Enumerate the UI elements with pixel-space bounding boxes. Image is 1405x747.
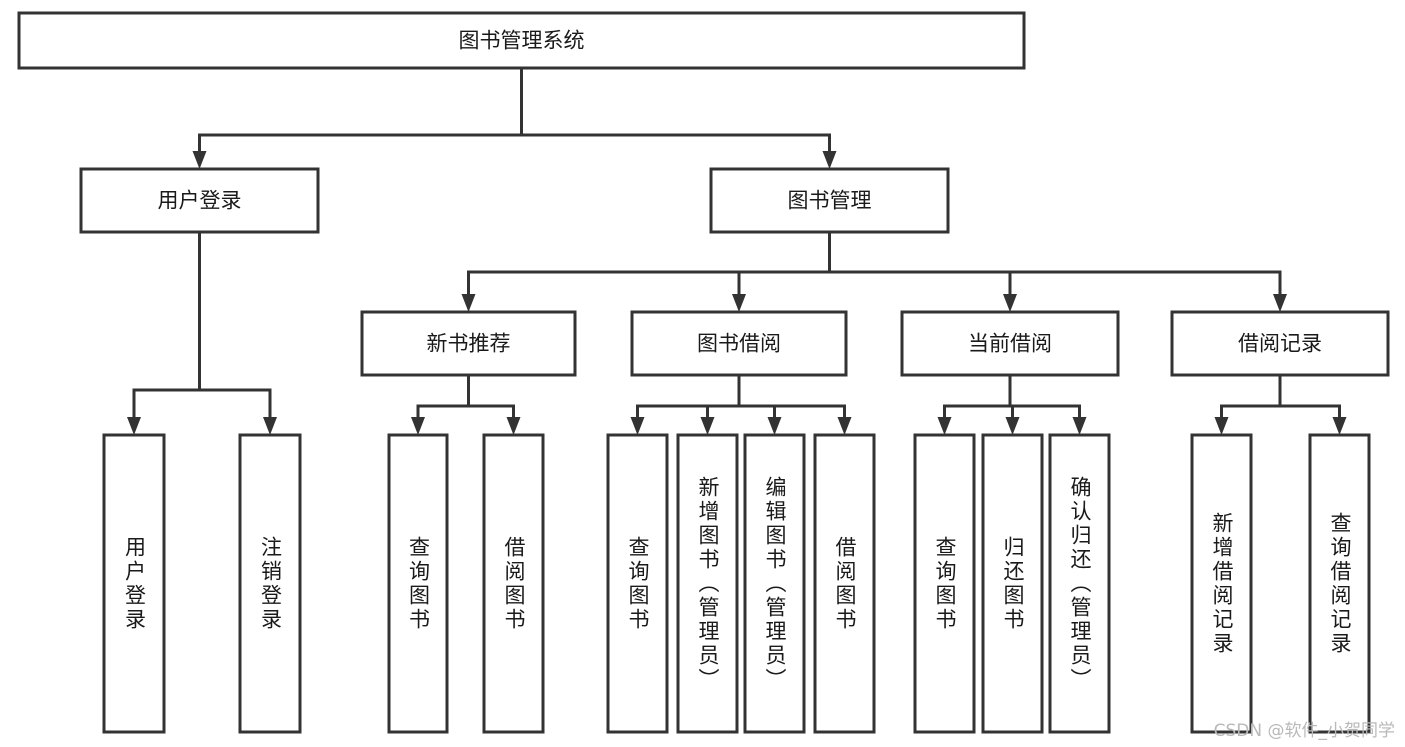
- node-leaf-8[interactable]: [913, 433, 976, 734]
- node-leaf-7[interactable]: [813, 433, 876, 734]
- node-leaf-4-box[interactable]: [606, 433, 669, 734]
- node-leaf-2-box[interactable]: [387, 433, 449, 734]
- node-level2-1[interactable]: [709, 167, 950, 234]
- arrow-head-icon: [461, 294, 476, 312]
- node-level3-2[interactable]: [900, 310, 1120, 377]
- node-root-label: 图书管理系统: [459, 29, 585, 53]
- node-leaf-0[interactable]: [102, 433, 166, 734]
- connectors-layer: [127, 66, 1347, 435]
- node-level3-3-label: 借阅记录: [1238, 332, 1322, 356]
- node-leaf-10-box[interactable]: [1048, 433, 1111, 734]
- watermark-text: CSDN @软件_小贺同学: [1213, 721, 1395, 741]
- arrow-head-icon: [127, 417, 141, 435]
- node-level3-1[interactable]: [630, 310, 848, 377]
- arrow-head-icon: [411, 417, 425, 435]
- node-level3-1-label: 图书借阅: [697, 332, 781, 356]
- arrow-head-icon: [937, 417, 952, 435]
- arrow-head-icon: [767, 417, 782, 435]
- node-leaf-10[interactable]: [1048, 433, 1111, 734]
- node-leaf-9-box[interactable]: [981, 433, 1044, 734]
- node-level3-0[interactable]: [360, 310, 577, 377]
- node-leaf-1-box[interactable]: [238, 433, 302, 734]
- node-level2-1-label: 图书管理: [788, 189, 872, 213]
- arrow-head-icon: [1072, 417, 1087, 435]
- node-level3-3[interactable]: [1170, 310, 1390, 377]
- arrow-head-icon: [1332, 417, 1347, 435]
- node-level3-0-box[interactable]: [360, 310, 577, 377]
- node-level3-3-box[interactable]: [1170, 310, 1390, 377]
- node-level3-2-label: 当前借阅: [968, 332, 1052, 356]
- arrow-head-icon: [506, 417, 521, 435]
- arrow-head-icon: [700, 417, 715, 435]
- node-leaf-6-box[interactable]: [743, 433, 806, 734]
- arrow-head-icon: [732, 294, 746, 312]
- node-leaf-11-box[interactable]: [1190, 433, 1253, 734]
- arrow-head-icon: [822, 151, 837, 169]
- node-leaf-11[interactable]: [1190, 433, 1253, 734]
- node-leaf-6[interactable]: [743, 433, 806, 734]
- node-level2-0-label: 用户登录: [158, 189, 242, 213]
- node-leaf-5-box[interactable]: [676, 433, 739, 734]
- node-leaf-1[interactable]: [238, 433, 302, 734]
- node-leaf-5[interactable]: [676, 433, 739, 734]
- node-level2-0-box[interactable]: [79, 167, 320, 234]
- arrow-head-icon: [1003, 294, 1017, 312]
- node-leaf-0-box[interactable]: [102, 433, 166, 734]
- node-leaf-9[interactable]: [981, 433, 1044, 734]
- node-level3-0-label: 新书推荐: [427, 332, 511, 356]
- node-leaf-12[interactable]: [1308, 433, 1371, 734]
- arrow-head-icon: [263, 417, 277, 435]
- node-root[interactable]: [17, 11, 1026, 70]
- node-level2-0[interactable]: [79, 167, 320, 234]
- node-leaf-4[interactable]: [606, 433, 669, 734]
- node-leaf-3[interactable]: [482, 433, 545, 734]
- node-leaf-2[interactable]: [387, 433, 449, 734]
- node-leaf-12-box[interactable]: [1308, 433, 1371, 734]
- node-leaf-8-box[interactable]: [913, 433, 976, 734]
- node-level3-2-box[interactable]: [900, 310, 1120, 377]
- node-root-box[interactable]: [17, 11, 1026, 70]
- arrow-head-icon: [1005, 417, 1020, 435]
- node-level2-1-box[interactable]: [709, 167, 950, 234]
- arrow-head-icon: [1214, 417, 1229, 435]
- arrow-head-icon: [630, 417, 645, 435]
- node-level3-1-box[interactable]: [630, 310, 848, 377]
- arrow-head-icon: [192, 151, 207, 169]
- node-leaf-3-box[interactable]: [482, 433, 545, 734]
- node-leaf-7-box[interactable]: [813, 433, 876, 734]
- arrow-head-icon: [1273, 294, 1287, 312]
- arrow-head-icon: [837, 417, 852, 435]
